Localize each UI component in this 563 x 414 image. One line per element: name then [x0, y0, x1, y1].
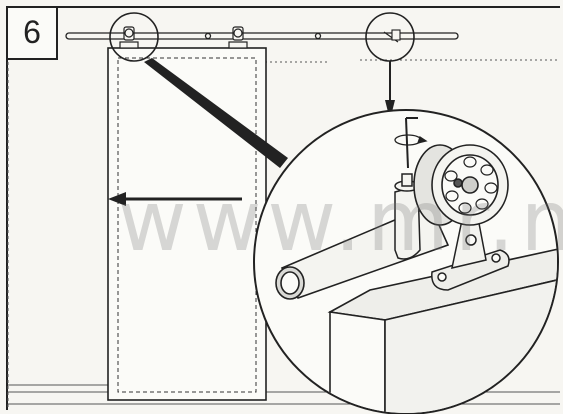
hanger-mount-plate — [431, 217, 510, 291]
illustration-frame — [6, 6, 560, 410]
leader-lines — [144, 58, 395, 168]
step-number: 6 — [23, 14, 41, 50]
rail-stopper — [394, 173, 421, 260]
door-hanger-bracket — [119, 26, 248, 49]
step-number-badge: 6 — [6, 6, 58, 60]
roller-wheel — [413, 144, 509, 226]
magnifier-detail-circle — [253, 109, 559, 414]
rotate-arrow-icon — [394, 134, 428, 146]
slide-direction-arrow — [108, 192, 242, 206]
sliding-door-rail — [65, 32, 459, 40]
door-panel — [107, 47, 267, 401]
allen-key-icon — [405, 117, 418, 169]
